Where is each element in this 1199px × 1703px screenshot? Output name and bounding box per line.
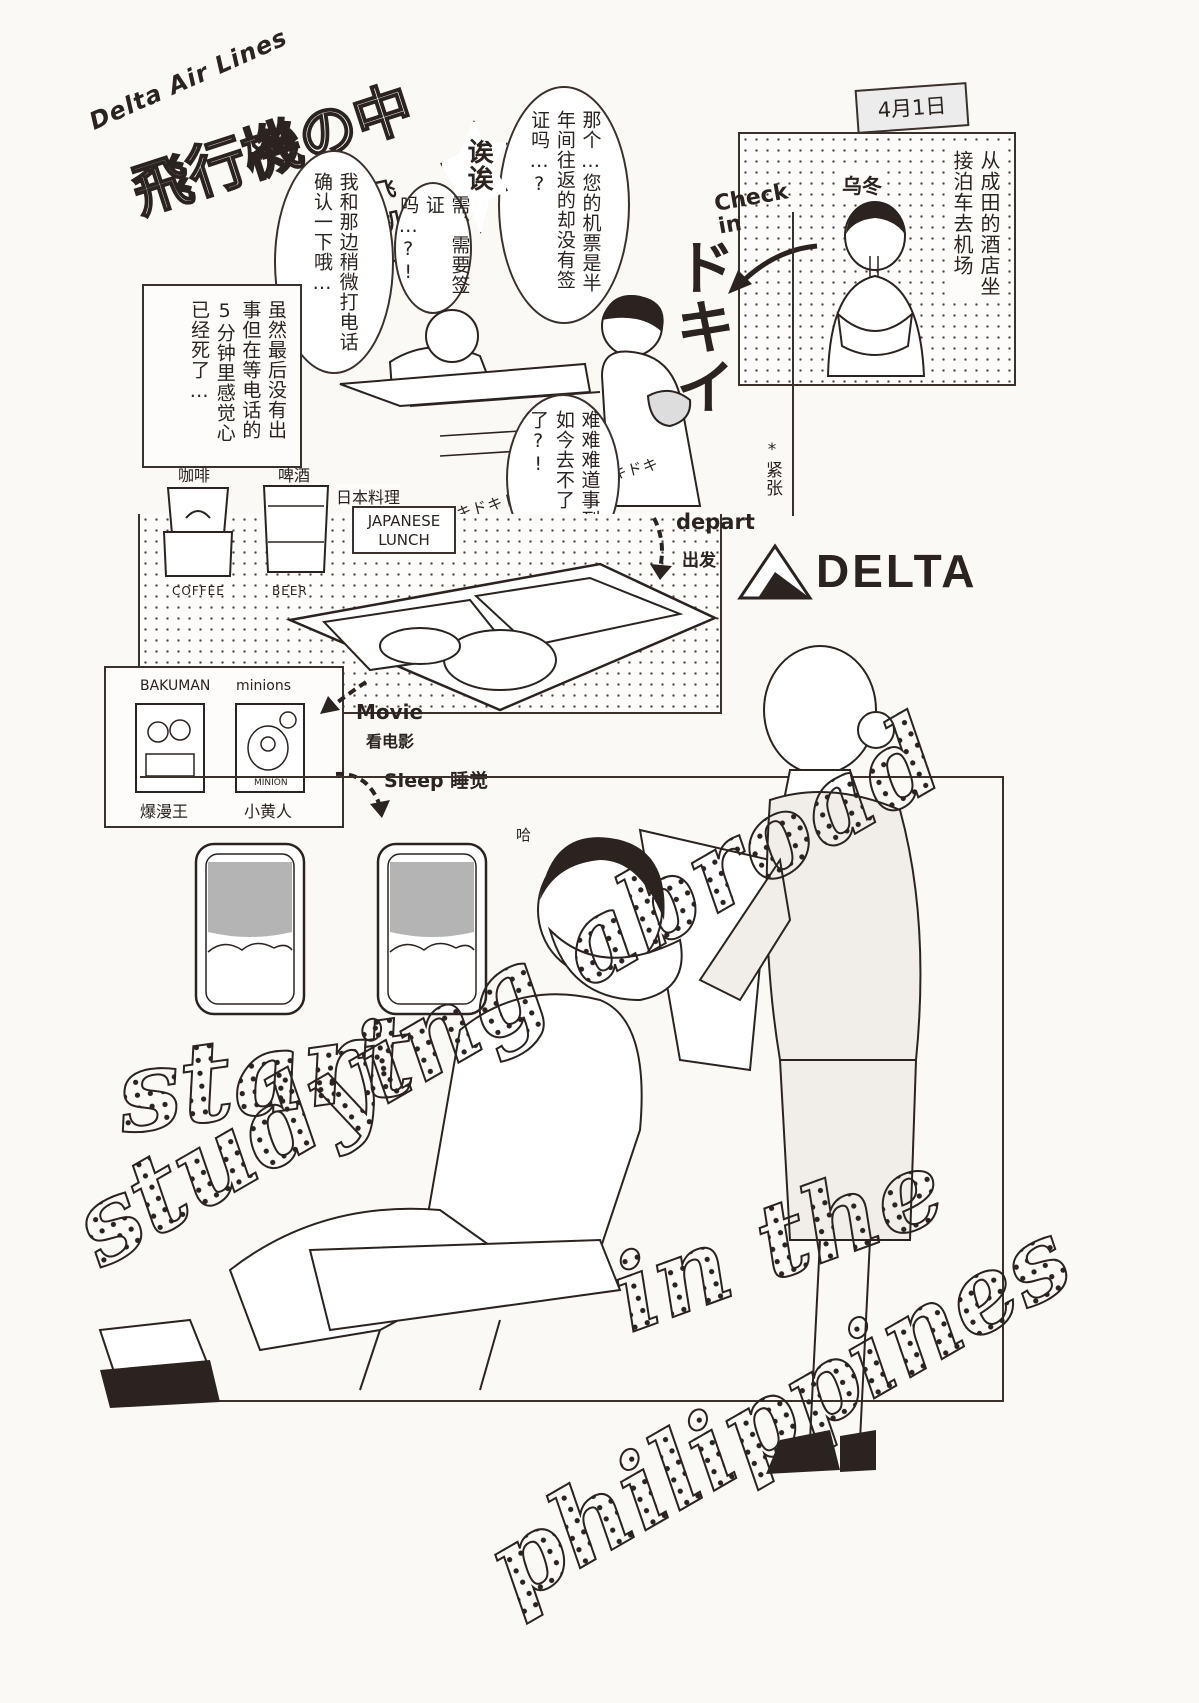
flight-attendant-drawing: [698, 645, 922, 1474]
panel-sleep: [140, 776, 1004, 1402]
lunch-sign: JAPANESE LUNCH: [352, 506, 456, 554]
panel-hotel: 从成田的酒店坐接泊车去机场 乌冬: [738, 132, 1016, 386]
panel-movie: BAKUMAN minions MINION 爆漫王 小黄人: [104, 666, 344, 828]
checkin-arrow-icon: [728, 243, 818, 294]
minions-poster-caption: MINION: [254, 778, 288, 788]
movie-label-en: Movie: [356, 700, 424, 724]
nervous-note: *紧张: [761, 440, 782, 497]
note-caption: 虽然最后没有出事但在等电话的5分钟里感觉心已经死了…: [188, 300, 287, 443]
speech-bubble-visa: 需、需要签证吗…?!: [394, 182, 472, 314]
date-tag: 4月1日: [854, 82, 970, 134]
speech-bubble-agent: 那个…您的机票是半年间往返的却没有签证吗…?: [498, 86, 630, 324]
japanese-food-label: 日本料理: [336, 484, 401, 508]
coffee-cup-drawing: [162, 487, 234, 577]
airplane-window-left: [194, 842, 306, 1016]
beer-label-en: BEER: [272, 584, 308, 598]
sleep-label: Sleep 睡觉: [384, 770, 489, 792]
movie-right-title-cn: 小黄人: [244, 802, 293, 821]
sfx-doki-big: ドキイ: [665, 236, 735, 416]
depart-label-en: depart: [676, 510, 755, 534]
airplane-window-right: [376, 842, 488, 1016]
panel-note: 虽然最后没有出事但在等电话的5分钟里感觉心已经死了…: [142, 284, 302, 468]
hotel-caption: 从成田的酒店坐接泊车去机场: [946, 148, 1004, 302]
coffee-label-cn: 咖啡: [178, 466, 211, 485]
delta-logo: DELTA: [737, 542, 1016, 602]
delta-triangle-icon: [737, 543, 813, 600]
movie-arrow-icon: [320, 680, 368, 714]
delta-logo-text: DELTA: [816, 545, 978, 597]
sfx-ha: 哈: [516, 826, 532, 844]
girl-eating-udon-drawing: [826, 201, 926, 377]
movie-left-title-en: BAKUMAN: [140, 678, 211, 694]
beer-cup-drawing: [262, 485, 330, 573]
coffee-label-en: COFFEE: [172, 584, 225, 598]
lunch-tray-drawing: [285, 562, 719, 712]
movie-right-title-en: minions: [236, 678, 292, 694]
sleeping-passenger-drawing: [98, 828, 772, 1408]
movie-left-title-cn: 爆漫王: [140, 802, 189, 821]
beer-label-cn: 啤酒: [278, 466, 311, 485]
depart-label-cn: 出发: [682, 551, 716, 571]
panel-checkin: [208, 212, 794, 516]
movie-label-cn: 看电影: [366, 732, 415, 751]
depart-arrow-icon: [650, 517, 672, 580]
sleep-arrow-icon: [335, 771, 390, 818]
udon-label: 乌冬: [842, 170, 882, 199]
